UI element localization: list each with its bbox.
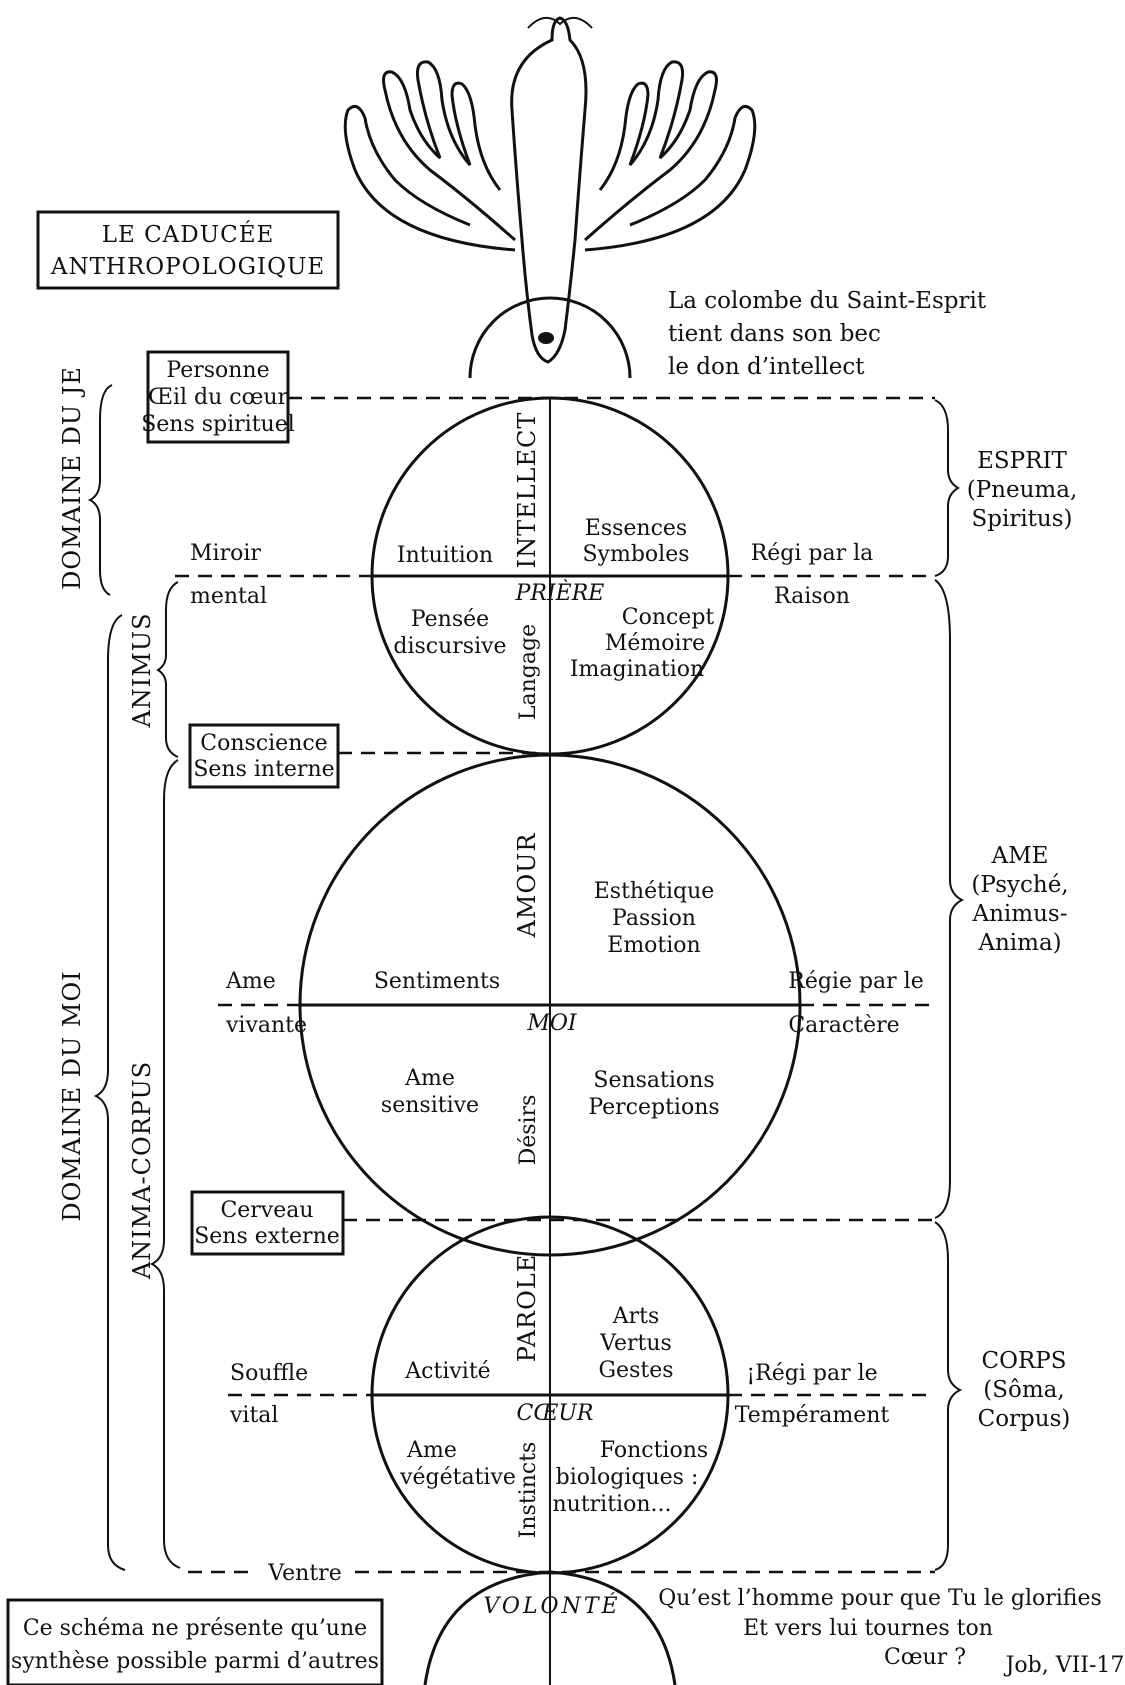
mid-upper-left: Sentiments	[374, 969, 500, 994]
bot-side-left-2: vital	[229, 1403, 278, 1428]
box-personne	[146, 350, 290, 444]
mid-side-right-1: Régie par le	[788, 969, 923, 994]
ame-line4: Anima)	[977, 930, 1061, 956]
bot-center-word: CŒUR	[517, 1401, 594, 1426]
top-lower-right-1: Concept	[622, 605, 715, 630]
brace-domaine-je	[87, 384, 113, 596]
bot-upper-right-1: Arts	[612, 1304, 660, 1329]
mid-axis-lower: Désirs	[516, 1095, 541, 1166]
top-side-left-2: mental	[190, 584, 267, 609]
top-upper-left: Intuition	[397, 543, 493, 568]
corps-line3: Corpus)	[978, 1406, 1071, 1432]
box-cerveau-line2: Sens externe	[194, 1224, 340, 1249]
quote-line1: Qu’est l’homme pour que Tu le glorifies	[658, 1586, 1102, 1611]
mid-side-left-2: vivante	[225, 1013, 307, 1038]
box-cerveau-line1: Cerveau	[220, 1198, 313, 1223]
bot-lower-right-3: nutrition...	[552, 1492, 671, 1517]
top-center-word: PRIÈRE	[515, 579, 605, 606]
title-line1: LE CADUCÉE	[102, 221, 275, 248]
dove-icon	[343, 16, 757, 379]
dove-caption-line3: le don d’intellect	[668, 354, 865, 380]
esprit-line1: ESPRIT	[977, 448, 1067, 474]
bot-axis-lower: Instincts	[516, 1442, 541, 1539]
box-conscience	[188, 723, 340, 789]
mid-side-right-2: Caractère	[788, 1013, 899, 1038]
label-domaine-je: DOMAINE DU JE	[58, 366, 86, 590]
bot-lower-right-2: biologiques :	[556, 1465, 699, 1490]
dove-caption-line2: tient dans son bec	[668, 321, 881, 347]
bot-upper-left: Activité	[404, 1359, 490, 1384]
bot-upper-right-3: Gestes	[598, 1358, 673, 1383]
mid-lower-right-1: Sensations	[593, 1068, 714, 1093]
top-upper-right-2: Symboles	[582, 542, 689, 567]
ame-line2: (Psyché,	[971, 872, 1068, 898]
top-side-right-1: Régi par la	[751, 541, 874, 566]
bot-axis-upper: PAROLE	[513, 1254, 541, 1362]
brace-anima-corpus	[149, 759, 181, 1569]
box-personne-line3: Sens spirituel	[141, 412, 295, 437]
esprit-line2: (Pneuma,	[967, 477, 1078, 503]
ame-line3: Animus-	[972, 901, 1068, 927]
box-personne-line1: Personne	[166, 358, 269, 383]
box-cerveau	[190, 1190, 345, 1256]
label-animus: ANIMUS	[128, 612, 156, 728]
note-line1: Ce schéma ne présente qu’une	[23, 1616, 367, 1641]
label-domaine-moi: DOMAINE DU MOI	[58, 970, 86, 1221]
volonte-label: VOLONTÉ	[483, 1592, 620, 1619]
top-axis-upper: INTELLECT	[513, 412, 541, 569]
label-anima-corpus: ANIMA-CORPUS	[128, 1061, 156, 1280]
quote-line3: Cœur ?	[884, 1645, 966, 1670]
quote-reference: Job, VII-17	[1004, 1653, 1125, 1678]
box-personne-line2: Œil du cœur	[148, 385, 289, 410]
top-axis-lower: Langage	[516, 624, 541, 720]
mid-lower-right-2: Perceptions	[588, 1095, 719, 1120]
box-conscience-line1: Conscience	[200, 731, 327, 756]
corps-line1: CORPS	[981, 1348, 1066, 1374]
bot-side-right-1: ¡Régi par le	[746, 1361, 877, 1386]
dove-caption-line1: La colombe du Saint-Esprit	[668, 288, 987, 314]
top-lower-right-3: Imagination	[570, 657, 704, 682]
bot-side-left-1: Souffle	[230, 1361, 308, 1386]
quote-line2: Et vers lui tournes ton	[743, 1616, 993, 1641]
mid-upper-right-1: Esthétique	[594, 879, 715, 904]
brace-esprit	[934, 399, 960, 577]
bot-lower-left-2: végétative	[399, 1465, 516, 1490]
brace-domaine-moi	[93, 614, 126, 1571]
note-box	[6, 1598, 384, 1685]
ame-line1: AME	[991, 843, 1049, 869]
title-line2: ANTHROPOLOGIQUE	[50, 254, 325, 280]
note-line2: synthèse possible parmi d’autres	[11, 1649, 379, 1674]
brace-ame	[934, 579, 965, 1219]
top-side-right-2: Raison	[774, 584, 850, 609]
top-lower-right-2: Mémoire	[605, 631, 705, 656]
bot-side-right-2: Tempérament	[735, 1403, 890, 1428]
top-side-left-1: Miroir	[190, 541, 261, 566]
brace-corps	[934, 1221, 963, 1571]
ventre-label: Ventre	[267, 1561, 341, 1586]
mid-lower-left-2: sensitive	[381, 1093, 479, 1118]
corps-line2: (Sôma,	[983, 1377, 1064, 1403]
box-conscience-line2: Sens interne	[193, 757, 334, 782]
bot-lower-right-1: Fonctions	[600, 1438, 708, 1463]
top-lower-left-1: Pensée	[411, 607, 489, 632]
bot-upper-right-2: Vertus	[599, 1331, 672, 1356]
bot-lower-left-1: Ame	[406, 1438, 457, 1463]
top-lower-left-2: discursive	[393, 634, 506, 659]
mid-center-word: MOI	[526, 1011, 578, 1036]
mid-side-left-1: Ame	[225, 969, 276, 994]
esprit-line3: Spiritus)	[971, 506, 1072, 532]
mid-upper-right-3: Emotion	[607, 933, 700, 958]
mid-upper-right-2: Passion	[612, 906, 696, 931]
mid-lower-left-1: Ame	[404, 1066, 455, 1091]
mid-axis-upper: AMOUR	[513, 833, 541, 939]
brace-animus	[156, 581, 179, 758]
top-upper-right-1: Essences	[585, 516, 687, 541]
title-box	[36, 210, 340, 290]
